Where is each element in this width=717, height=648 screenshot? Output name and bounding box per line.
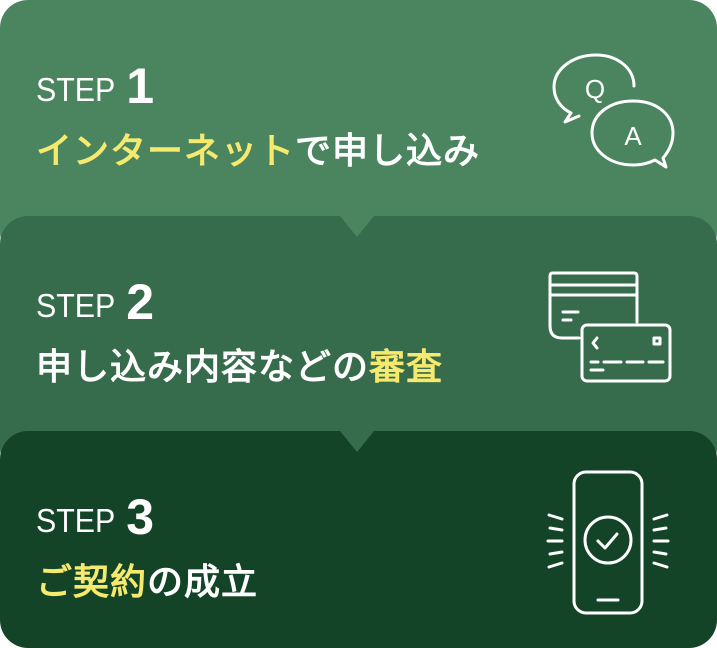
step-number: 1 bbox=[126, 58, 155, 114]
step-number: 3 bbox=[126, 489, 155, 545]
step-title-2: 申し込み内容などの審査 bbox=[36, 338, 443, 390]
step-word: STEP bbox=[36, 287, 116, 324]
title-highlight: インターネット bbox=[36, 131, 296, 172]
step-arrow-notch bbox=[340, 431, 374, 452]
svg-text:Q: Q bbox=[585, 74, 605, 104]
qa-speech-bubbles-icon: Q A bbox=[552, 53, 675, 169]
step-word: STEP bbox=[36, 71, 116, 108]
step-label-3: STEP 3 bbox=[36, 489, 155, 545]
step-title-3: ご契約の成立 bbox=[36, 553, 258, 605]
step-word: STEP bbox=[36, 502, 116, 539]
step-number: 2 bbox=[126, 274, 155, 330]
title-highlight: ご契約 bbox=[36, 562, 148, 603]
title-text: の成立 bbox=[147, 562, 259, 603]
title-text: 申し込み内容などの bbox=[36, 347, 370, 388]
step-label-1: STEP 1 bbox=[36, 58, 155, 114]
step-arrow-notch bbox=[340, 216, 374, 237]
credit-cards-icon bbox=[548, 271, 672, 383]
svg-text:A: A bbox=[624, 121, 642, 151]
step-card-3: STEP 3 ご契約の成立 bbox=[0, 431, 717, 648]
title-highlight: 審査 bbox=[369, 347, 444, 388]
step-label-2: STEP 2 bbox=[36, 274, 155, 330]
smartphone-check-icon bbox=[546, 470, 670, 615]
title-text: で申し込み bbox=[295, 131, 481, 172]
step-title-1: インターネットで申し込み bbox=[36, 122, 480, 174]
